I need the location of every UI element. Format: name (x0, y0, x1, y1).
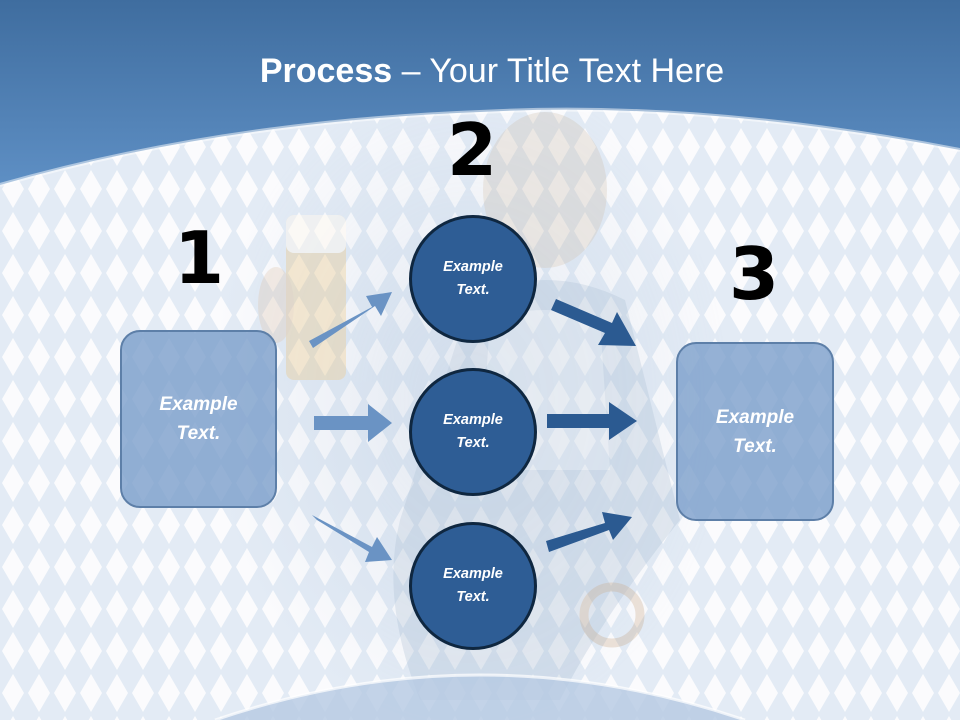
left-box-line-1: Example (159, 394, 238, 415)
process-circle-middle[interactable]: Example Text. (409, 368, 537, 496)
circle-bottom-line-2: Text. (456, 589, 490, 605)
title-rest: Your Title Text Here (429, 52, 725, 90)
right-process-box[interactable]: Example Text. (676, 342, 834, 521)
circle-top-line-1: Example (443, 259, 503, 275)
stage-number-1: 1 (173, 216, 225, 300)
process-circle-top[interactable]: Example Text. (409, 215, 537, 343)
left-box-line-2: Text. (176, 423, 221, 444)
circle-middle-line-2: Text. (456, 435, 490, 451)
circle-middle-line-1: Example (443, 412, 503, 428)
left-process-box[interactable]: Example Text. (120, 330, 277, 508)
right-box-line-2: Text. (733, 435, 777, 457)
slide-title: Process – Your Title Text Here (0, 52, 960, 91)
process-circle-bottom[interactable]: Example Text. (409, 522, 537, 650)
circle-top-line-2: Text. (456, 282, 490, 298)
title-separator: – (392, 52, 430, 90)
title-bold: Process (259, 52, 393, 90)
stage-number-3: 3 (728, 232, 780, 316)
right-box-line-1: Example (715, 406, 795, 428)
stage-number-2: 2 (446, 108, 498, 192)
circle-bottom-line-1: Example (443, 566, 503, 582)
